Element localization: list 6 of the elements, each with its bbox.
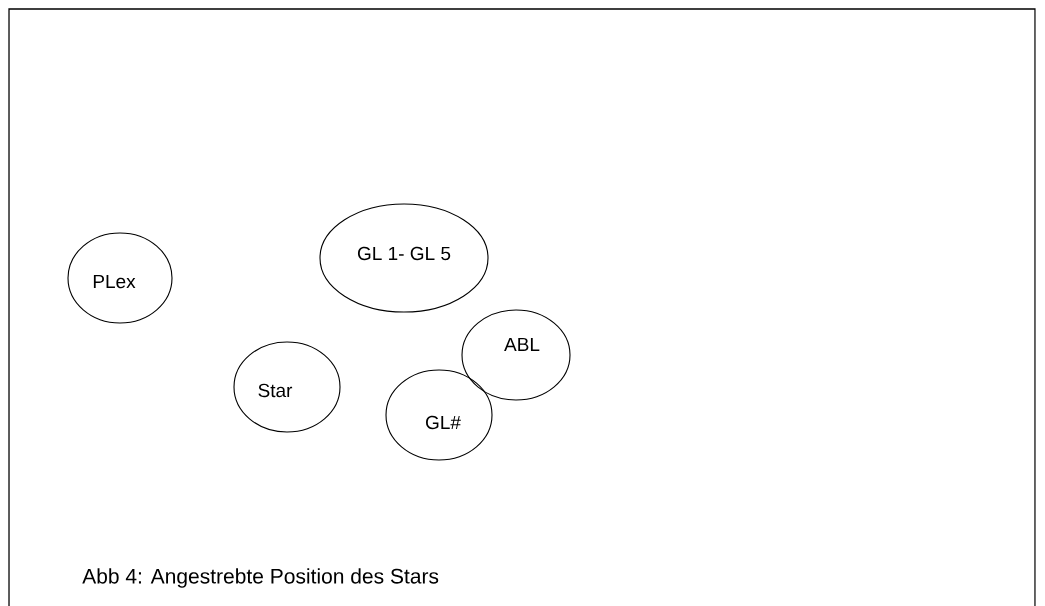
ellipse-node: ABL [461,309,571,401]
ellipse-node: PLex [67,232,173,324]
caption: Abb 4: Angestrebte Position des Stars [82,568,439,588]
ellipse-node: Star [233,341,341,433]
ellipse-node: GL# [385,369,493,461]
ellipse-node: GL 1- GL 5 [319,203,489,313]
